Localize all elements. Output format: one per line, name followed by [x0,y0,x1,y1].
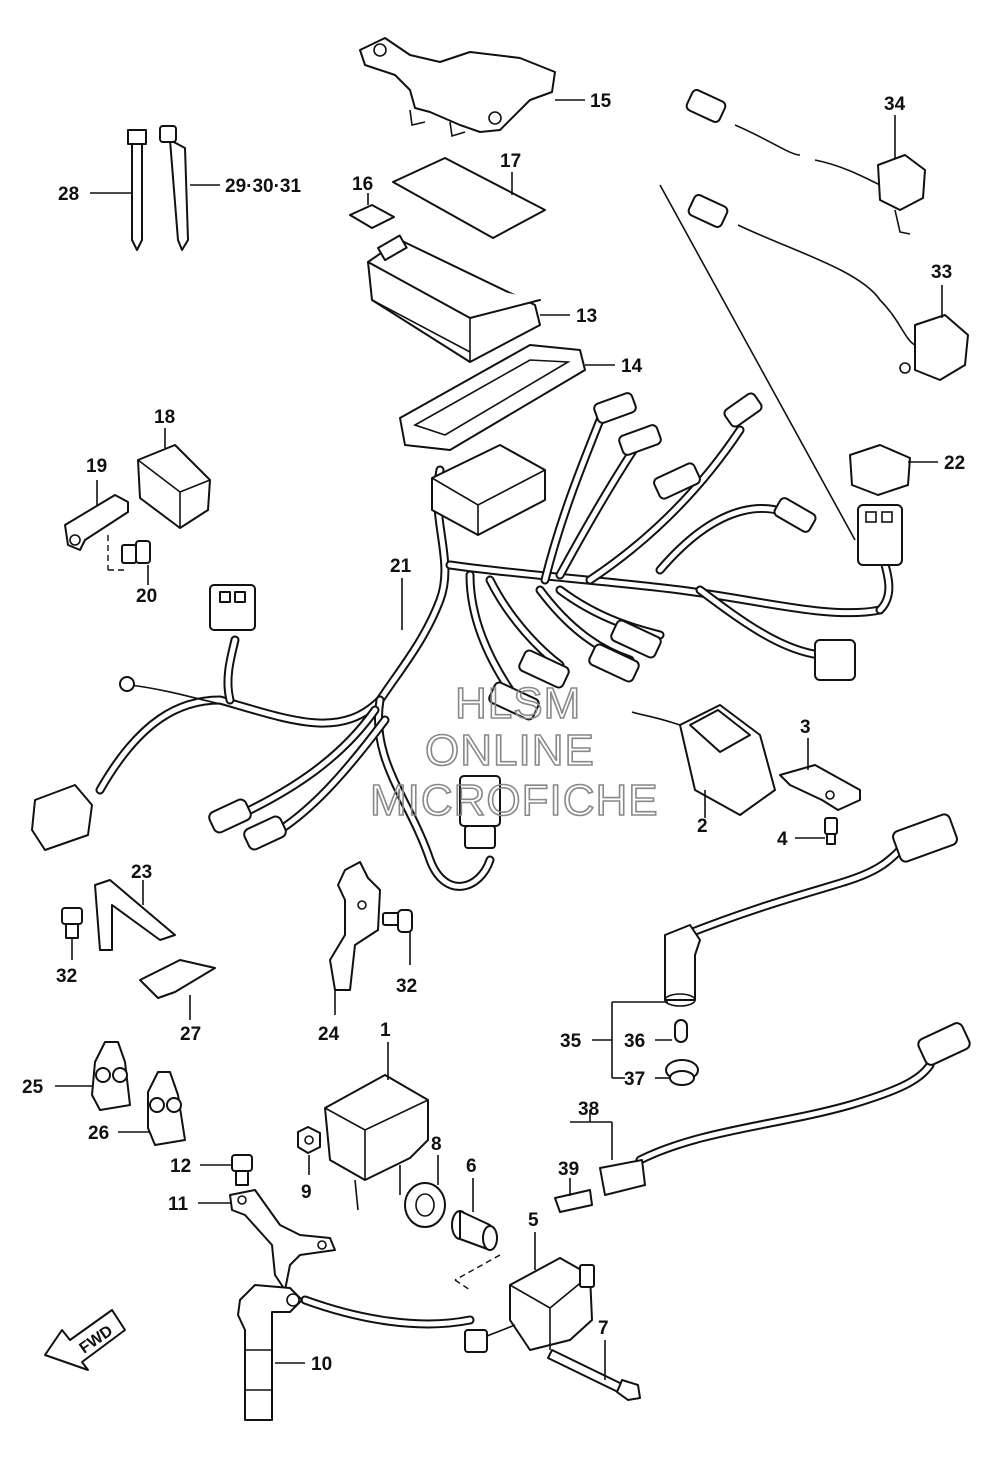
callout-36: 36 [624,1031,645,1052]
callout-6: 6 [466,1156,477,1177]
callout-14: 14 [621,356,643,377]
callout-15: 15 [590,91,612,112]
harness-connector-small-1 [488,392,856,721]
callout-37: 37 [624,1069,645,1090]
part-17-pad [392,157,546,239]
part-26-connector [147,1071,186,1146]
part-7-bolt [547,1349,641,1401]
callout-22: 22 [944,453,965,474]
part-36-bulb [674,1019,688,1043]
part-35-plug-lead [664,813,958,1007]
callout-21: 21 [390,556,412,577]
part-8-grommet [404,1182,446,1228]
part-32a-bolt [61,907,83,939]
part-3-bracket [779,764,861,811]
part-33-switch [687,194,969,381]
callout-1: 1 [380,1020,391,1041]
harness-connector-4pin [209,584,256,631]
callout-2: 2 [697,816,708,837]
part-16-small-pad [349,204,395,229]
callout-17: 17 [500,151,521,172]
callout-28: 28 [58,184,79,205]
harness-connector-main [431,444,546,536]
harness-connector-left [31,784,93,851]
part-29-cable-tie [159,125,189,251]
callout-7: 7 [598,1318,609,1339]
callout-19: 19 [86,456,107,477]
callout-33: 33 [931,262,952,283]
callout-16: 16 [352,174,373,195]
part-24-bracket [329,861,381,991]
callout-20: 20 [136,586,157,607]
callout-12: 12 [170,1156,191,1177]
part-22-cap [849,444,911,496]
callout-3: 3 [800,717,811,738]
callout-32b: 32 [396,976,417,997]
part-14-strap [399,344,586,451]
callout-18: 18 [154,407,175,428]
fwd-arrow-icon: FWD [44,1309,126,1371]
part-18-relay [137,444,211,529]
callout-38: 38 [578,1099,599,1120]
part-39-fuse [554,1189,593,1213]
part-12-bolt [231,1154,253,1186]
callout-26: 26 [88,1123,109,1144]
part-9-nut [297,1126,321,1154]
callout-39: 39 [558,1159,579,1180]
callout-11: 11 [168,1194,189,1215]
callout-27: 27 [180,1024,201,1045]
part-27-pad [139,959,216,999]
part-11-clamp [229,1189,336,1291]
part-23-plate [94,879,176,951]
watermark-line-2: ONLINE [425,726,595,775]
callout-24: 24 [318,1024,340,1045]
part-19-clamp [64,494,129,551]
part-15-bracket [359,37,556,138]
callout-9: 9 [301,1182,312,1203]
harness-connector-pair-a [208,798,287,851]
callout-34: 34 [884,94,906,115]
watermark: HLSM ONLINE MICROFICHE [369,678,659,826]
part-32b-bolt [382,909,413,933]
part-2-condenser [631,704,776,816]
part-28-cable-tie [127,129,147,251]
part-13-ecu [367,234,541,363]
callout-25: 25 [22,1077,44,1098]
harness-connector-right [857,504,903,566]
part-38-fuse-harness [599,1022,971,1196]
harness-connector-bottom [459,775,501,849]
callout-10: 10 [311,1354,332,1375]
callout-23: 23 [131,862,152,883]
callout-29-30-31: 29·30·31 [225,176,301,197]
callout-35: 35 [560,1031,582,1052]
callout-5: 5 [528,1210,539,1231]
watermark-line-3: MICROFICHE [370,776,659,825]
part-37-grommet [665,1059,699,1086]
part-20-bolt [121,540,151,564]
part-1-rectifier [324,1074,429,1211]
watermark-line-1: HLSM [455,679,581,728]
part-10-plug-cap [237,1284,475,1421]
part-4-screw [824,817,838,845]
callout-32a: 32 [56,966,77,987]
part-25-connector [91,1041,131,1111]
part-5-ignition-coil [464,1257,595,1353]
callout-13: 13 [576,306,597,327]
callout-8: 8 [431,1134,442,1155]
part-6-cap [451,1210,498,1251]
callout-4: 4 [777,829,788,850]
part-34-switch [685,89,926,235]
